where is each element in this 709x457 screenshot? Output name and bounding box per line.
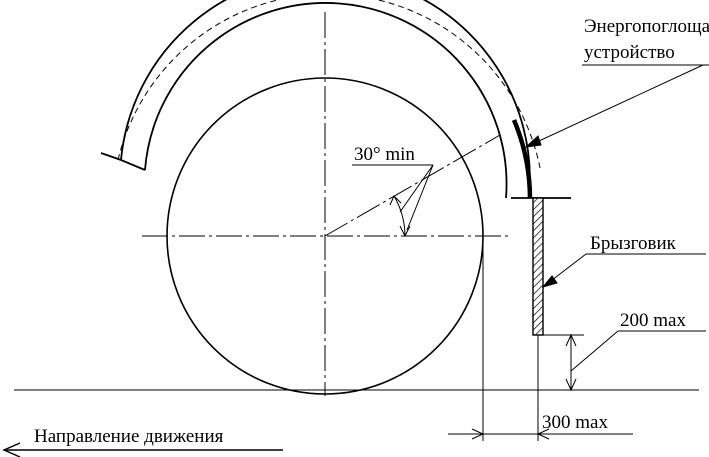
angle-leader-1 (399, 164, 434, 213)
mudguard-inner (144, 2, 508, 199)
dim-200-arrow-bottom (565, 378, 577, 392)
energy-leader (525, 64, 704, 148)
angle-30-line (324, 134, 501, 237)
angle-arrow-lower (399, 225, 411, 238)
mudguard-front-lip (100, 152, 122, 161)
energy-arrow (524, 135, 542, 148)
angle-leader-2 (406, 164, 434, 231)
label-energy-line1: Энергопоглощающее (584, 16, 709, 37)
angle-arc (393, 195, 406, 237)
mudflap-arrow (541, 275, 558, 288)
dim-300-arrow-left (471, 428, 485, 440)
dim-300-arrow-right (536, 428, 550, 440)
label-energy-line2: устройство (584, 42, 675, 63)
label-angle: 30° min (354, 144, 415, 165)
wheel (166, 77, 484, 395)
dim-200-arrow-top (565, 333, 577, 347)
label-300-max: 300 max (542, 412, 608, 433)
mudflap (532, 197, 544, 336)
mudguard-outer (120, 0, 531, 199)
angle-arrow-upper (389, 195, 402, 206)
mudguard-front-edge (120, 159, 146, 171)
label-direction: Направление движения (34, 426, 224, 447)
label-200-max: 200 max (620, 310, 686, 331)
label-mudflap: Брызговик (590, 233, 677, 254)
energy-absorbing-device (511, 119, 533, 199)
dim-200-leader (570, 330, 619, 372)
direction-arrow-head (2, 442, 21, 457)
